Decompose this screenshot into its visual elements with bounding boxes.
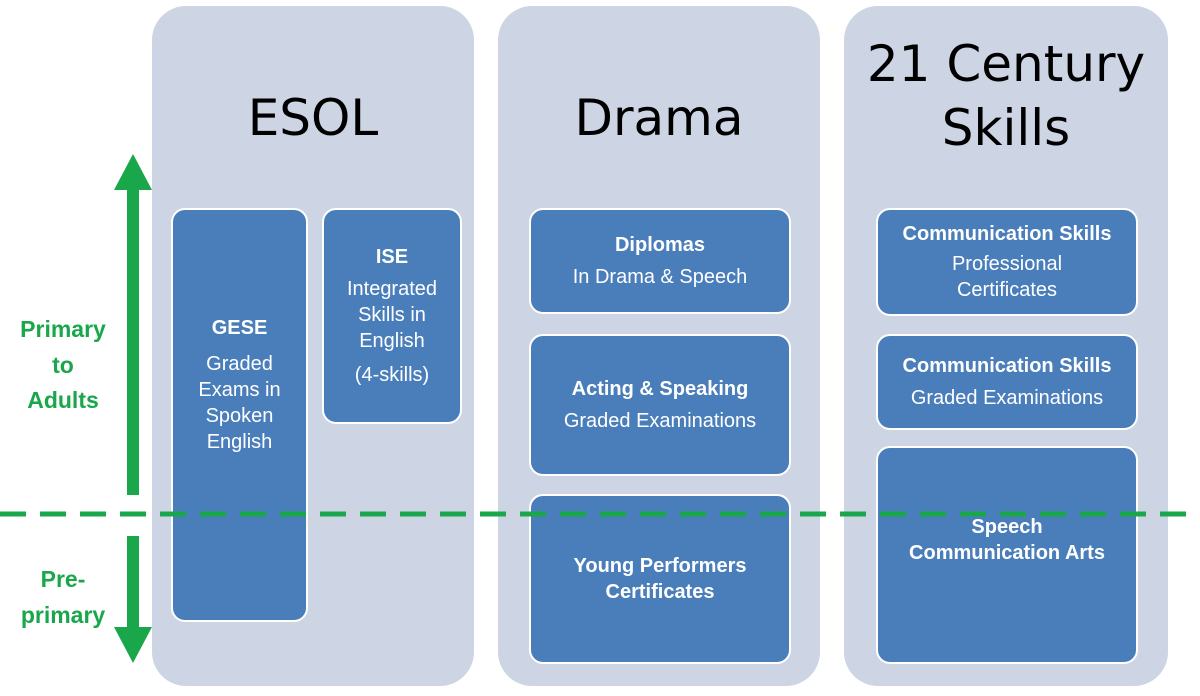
box-diplomas-title: Diplomas [614,234,706,256]
box-gese-line-3: Spoken [205,405,274,427]
box-ise: ISE Integrated Skills in English (4-skil… [322,208,462,424]
box-communication-skills-graded: Communication Skills Graded Examinations [876,334,1138,430]
box-diplomas: Diplomas In Drama & Speech [529,208,791,314]
box-comm-prof-title: Communication Skills [902,223,1112,245]
box-comm-prof-sub-2: Certificates [956,279,1058,301]
box-young-performers-title-1: Young Performers [573,555,747,577]
box-young-performers: Young Performers Certificates [529,494,791,664]
label-primary-to-adults: Primary to Adults [0,312,126,419]
box-speech-communication-arts: Speech Communication Arts [876,446,1138,664]
box-acting-speaking: Acting & Speaking Graded Examinations [529,334,791,476]
box-gese: GESE Graded Exams in Spoken English [171,208,308,622]
panel-title-line-1: 21 Century [866,35,1146,93]
box-speech-title-1: Speech [971,516,1043,538]
label-primary-line-1: Primary [20,316,106,342]
box-gese-title: GESE [211,317,268,339]
box-gese-line-4: English [206,431,273,453]
box-young-performers-title-2: Certificates [605,581,715,603]
box-gese-line-1: Graded [206,353,273,375]
box-ise-line-2: Skills in [358,304,426,326]
label-primary-line-2: to [52,351,74,378]
box-ise-title: ISE [375,246,409,268]
box-ise-line-4: (4-skills) [354,364,430,386]
box-diplomas-sub: In Drama & Speech [572,266,748,288]
panel-title-drama: Drama [574,89,744,147]
box-speech-title-2: Communication Arts [909,542,1105,564]
box-comm-graded-sub: Graded Examinations [910,387,1104,409]
box-acting-speaking-title: Acting & Speaking [571,378,749,400]
box-comm-graded-title: Communication Skills [902,355,1112,377]
box-communication-skills-professional: Communication Skills Professional Certif… [876,208,1138,316]
label-pre-line-2: primary [20,601,106,628]
label-primary-line-3: Adults [27,387,99,414]
box-ise-line-1: Integrated [346,278,438,300]
panel-title-esol: ESOL [247,89,379,147]
panel-title-21-century-skills: 21 Century Skills [844,32,1168,160]
label-pre-primary: Pre- primary [0,562,126,633]
box-ise-line-3: English [359,330,425,352]
label-pre-line-1: Pre- [40,566,86,592]
box-gese-line-2: Exams in [198,379,281,401]
box-acting-speaking-sub: Graded Examinations [563,410,757,432]
panel-title-line-2: Skills [941,99,1071,157]
box-comm-prof-sub-1: Professional [951,253,1063,275]
